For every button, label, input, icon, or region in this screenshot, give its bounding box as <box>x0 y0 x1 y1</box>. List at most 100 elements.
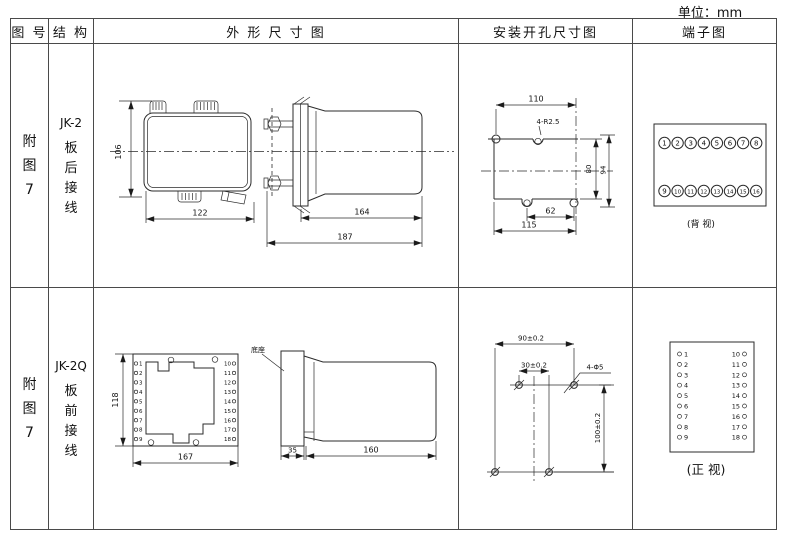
terminal-circle <box>677 362 682 367</box>
header-structure: 结 构 <box>49 19 94 44</box>
dim-outer-height: 94 <box>600 165 608 174</box>
terminal-number: 5 <box>139 399 143 405</box>
terminal-circle <box>231 418 237 423</box>
mounting-drawing-jk2: 110 4-R2.5 80 94 62 115 <box>481 95 615 235</box>
terminal-circle <box>133 361 139 366</box>
terminal-circle <box>671 136 684 150</box>
terminal-number: 2 <box>675 139 679 147</box>
terminal-number: 6 <box>684 402 688 410</box>
terminal-circle <box>133 389 139 394</box>
terminal-circle <box>736 184 750 198</box>
outline-cell-row1: 106 122 <box>94 44 459 288</box>
terminal-circle <box>742 403 747 409</box>
terminal-circle <box>231 437 237 442</box>
terminal-number: 16 <box>732 413 740 421</box>
header-mounting: 安装开孔尺寸图 <box>459 19 633 44</box>
terminal-circle <box>231 427 237 432</box>
terminal-circle <box>742 414 747 419</box>
terminal-number: 18 <box>732 434 740 442</box>
terminal-number: 12 <box>224 380 231 386</box>
structure-char: 板 <box>64 140 78 156</box>
terminal-circle <box>677 434 682 440</box>
structure-char: 线 <box>64 443 78 459</box>
fig-char: 7 <box>25 181 34 198</box>
mounting-cell-row2: 90±0.2 30±0.2 4-Φ5 100±0.2 <box>459 288 633 529</box>
terminal-circle <box>710 136 724 150</box>
dim-front-height: 106 <box>114 144 123 159</box>
terminal-number: 7 <box>684 413 688 421</box>
terminal-circle <box>658 184 671 198</box>
header-terminal: 端子图 <box>633 19 776 44</box>
terminal-circle <box>677 414 682 419</box>
terminal-number: 12 <box>700 189 707 195</box>
terminal-number: 10 <box>224 362 231 368</box>
terminal-number: 1 <box>684 350 688 358</box>
model-label: JK-2 <box>59 115 83 130</box>
model-label: JK-2Q <box>55 358 87 373</box>
terminal-circle <box>723 184 737 198</box>
structure-row2: JK-2Q 板 前 接 线 <box>49 288 94 529</box>
header-outline: 外 形 尺 寸 图 <box>94 19 459 44</box>
terminal-circle <box>231 361 237 366</box>
terminal-circle <box>710 184 724 198</box>
structure-char: 接 <box>64 423 78 439</box>
terminal-circle <box>133 408 139 413</box>
terminal-circle <box>133 427 139 432</box>
terminal-circle <box>742 362 747 367</box>
terminal-number: 6 <box>139 409 143 415</box>
terminal-circle <box>231 370 237 376</box>
terminal-circle <box>133 399 139 404</box>
dim-body-depth: 160 <box>363 446 378 455</box>
terminal-circle <box>133 418 139 423</box>
terminal-circle <box>684 184 697 198</box>
holes-note: 4-R2.5 <box>537 118 560 126</box>
fig-no-row1: 附 图 7 <box>11 44 49 288</box>
terminal-circle <box>750 184 763 198</box>
terminal-number: 11 <box>732 361 740 369</box>
terminal-circle <box>742 393 747 398</box>
mounting-drawing-jk2q: 90±0.2 30±0.2 4-Φ5 100±0.2 <box>487 335 614 481</box>
dim-notch-width: 62 <box>545 207 555 216</box>
terminal-number: 9 <box>139 437 143 443</box>
view-caption: (正 视) <box>687 462 726 477</box>
terminal-number: 2 <box>684 361 688 369</box>
terminal-number: 5 <box>715 139 719 147</box>
structure-char: 后 <box>64 160 78 176</box>
terminal-circle <box>677 403 682 409</box>
terminal-circle <box>742 382 747 388</box>
terminal-number: 14 <box>727 189 734 195</box>
structure-char: 线 <box>64 200 78 216</box>
terminal-number: 4 <box>684 382 688 390</box>
terminal-number: 15 <box>224 409 231 415</box>
fig-char: 附 <box>22 376 37 393</box>
terminal-number: 11 <box>687 189 694 195</box>
terminal-number: 14 <box>732 392 740 400</box>
dim-front-width: 167 <box>178 453 193 462</box>
terminal-number: 10 <box>674 189 681 195</box>
dim-base-depth: 35 <box>288 447 297 455</box>
terminal-number: 1 <box>139 362 143 368</box>
mounting-cell-row1: 110 4-R2.5 80 94 62 115 <box>459 44 633 288</box>
fig-no-row2: 附 图 7 <box>11 288 49 529</box>
terminal-number: 4 <box>139 390 143 396</box>
terminal-circle <box>231 380 237 385</box>
terminal-number: 13 <box>732 382 740 390</box>
fig-char: 图 <box>22 157 37 174</box>
mounting-holes <box>489 379 580 478</box>
structure-char: 接 <box>64 180 78 196</box>
terminal-circle <box>697 184 711 198</box>
terminal-circle <box>742 372 747 378</box>
terminal-circle <box>742 424 747 430</box>
dim-bottom-width: 115 <box>521 221 536 230</box>
dim-front-width: 122 <box>192 209 207 218</box>
dim-v-span: 100±0.2 <box>594 413 602 443</box>
